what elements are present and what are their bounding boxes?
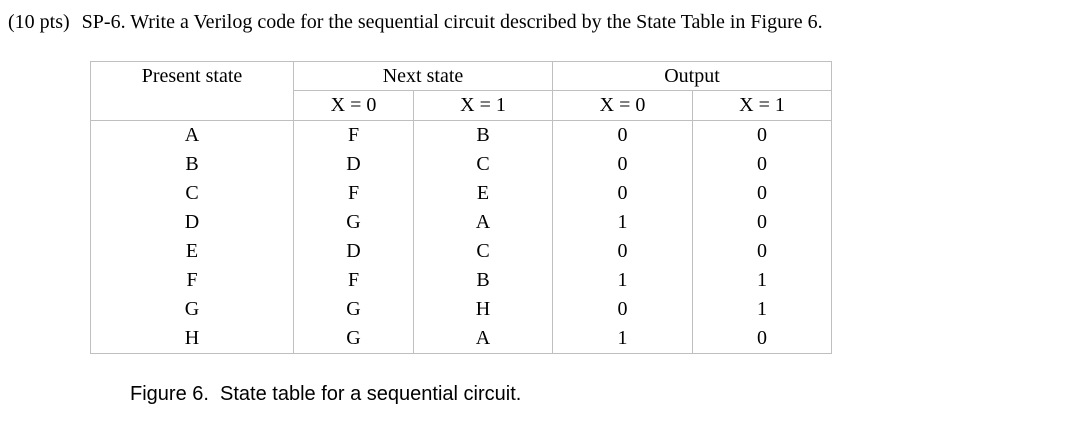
- next-x0-cell: F: [293, 120, 414, 150]
- next-x0-cell: G: [293, 324, 414, 354]
- present-state-cell: D: [90, 208, 294, 237]
- output-x0-cell: 0: [552, 120, 693, 150]
- present-state-header: Present state: [90, 61, 294, 121]
- next-x0-cell: F: [293, 266, 414, 295]
- output-x0-cell: 0: [552, 179, 693, 208]
- next-x0-cell: F: [293, 179, 414, 208]
- next-x0-cell: G: [293, 295, 414, 324]
- present-state-cell: B: [90, 150, 294, 179]
- table-row: A F B 0 0: [90, 120, 832, 150]
- present-state-cell: C: [90, 179, 294, 208]
- output-x0-cell: 1: [552, 324, 693, 354]
- output-x0-cell: 0: [552, 237, 693, 266]
- table-row: B D C 0 0: [90, 150, 832, 179]
- question-body: SP-6. Write a Verilog code for the seque…: [81, 11, 823, 33]
- next-x0-cell: D: [293, 237, 414, 266]
- present-state-cell: G: [90, 295, 294, 324]
- next-x0-cell: D: [293, 150, 414, 179]
- output-x1-cell: 0: [692, 208, 832, 237]
- output-x0-cell: 1: [552, 266, 693, 295]
- next-x1-cell: B: [413, 120, 553, 150]
- next-x1-cell: H: [413, 295, 553, 324]
- output-x1-cell: 0: [692, 324, 832, 354]
- table-group-header-row: Present state Next state Output: [90, 61, 832, 121]
- table-row: G G H 0 1: [90, 295, 832, 324]
- table-row: C F E 0 0: [90, 179, 832, 208]
- output-x1-cell: 0: [692, 120, 832, 150]
- output-x1-cell: 0: [692, 179, 832, 208]
- next-x1-cell: C: [413, 150, 553, 179]
- state-table: Present state Next state Output X = 0 X …: [90, 61, 832, 354]
- output-x0-cell: 1: [552, 208, 693, 237]
- output-x0-cell: 0: [552, 295, 693, 324]
- output-x0-header: X = 0: [552, 90, 693, 121]
- next-x0-cell: G: [293, 208, 414, 237]
- output-x1-cell: 0: [692, 237, 832, 266]
- output-header: Output: [552, 61, 832, 91]
- next-state-header: Next state: [293, 61, 553, 91]
- table-row: F F B 1 1: [90, 266, 832, 295]
- output-x1-header: X = 1: [692, 90, 832, 121]
- next-x1-cell: A: [413, 324, 553, 354]
- present-state-cell: E: [90, 237, 294, 266]
- output-x0-cell: 0: [552, 150, 693, 179]
- output-x1-cell: 1: [692, 266, 832, 295]
- figure-caption: Figure 6. State table for a sequential c…: [130, 383, 522, 405]
- present-state-cell: A: [90, 120, 294, 150]
- table-row: D G A 1 0: [90, 208, 832, 237]
- next-x1-header: X = 1: [413, 90, 553, 121]
- next-x1-cell: B: [413, 266, 553, 295]
- present-state-cell: F: [90, 266, 294, 295]
- question-points: (10 pts): [8, 11, 70, 33]
- next-x1-cell: E: [413, 179, 553, 208]
- output-x1-cell: 1: [692, 295, 832, 324]
- present-state-cell: H: [90, 324, 294, 354]
- question-text: (10 pts) SP-6. Write a Verilog code for t…: [8, 9, 823, 35]
- next-x0-header: X = 0: [293, 90, 414, 121]
- table-row: H G A 1 0: [90, 324, 832, 354]
- table-row: E D C 0 0: [90, 237, 832, 266]
- next-x1-cell: A: [413, 208, 553, 237]
- output-x1-cell: 0: [692, 150, 832, 179]
- table-sub-header-row: X = 0 X = 1 X = 0 X = 1: [91, 90, 832, 121]
- next-x1-cell: C: [413, 237, 553, 266]
